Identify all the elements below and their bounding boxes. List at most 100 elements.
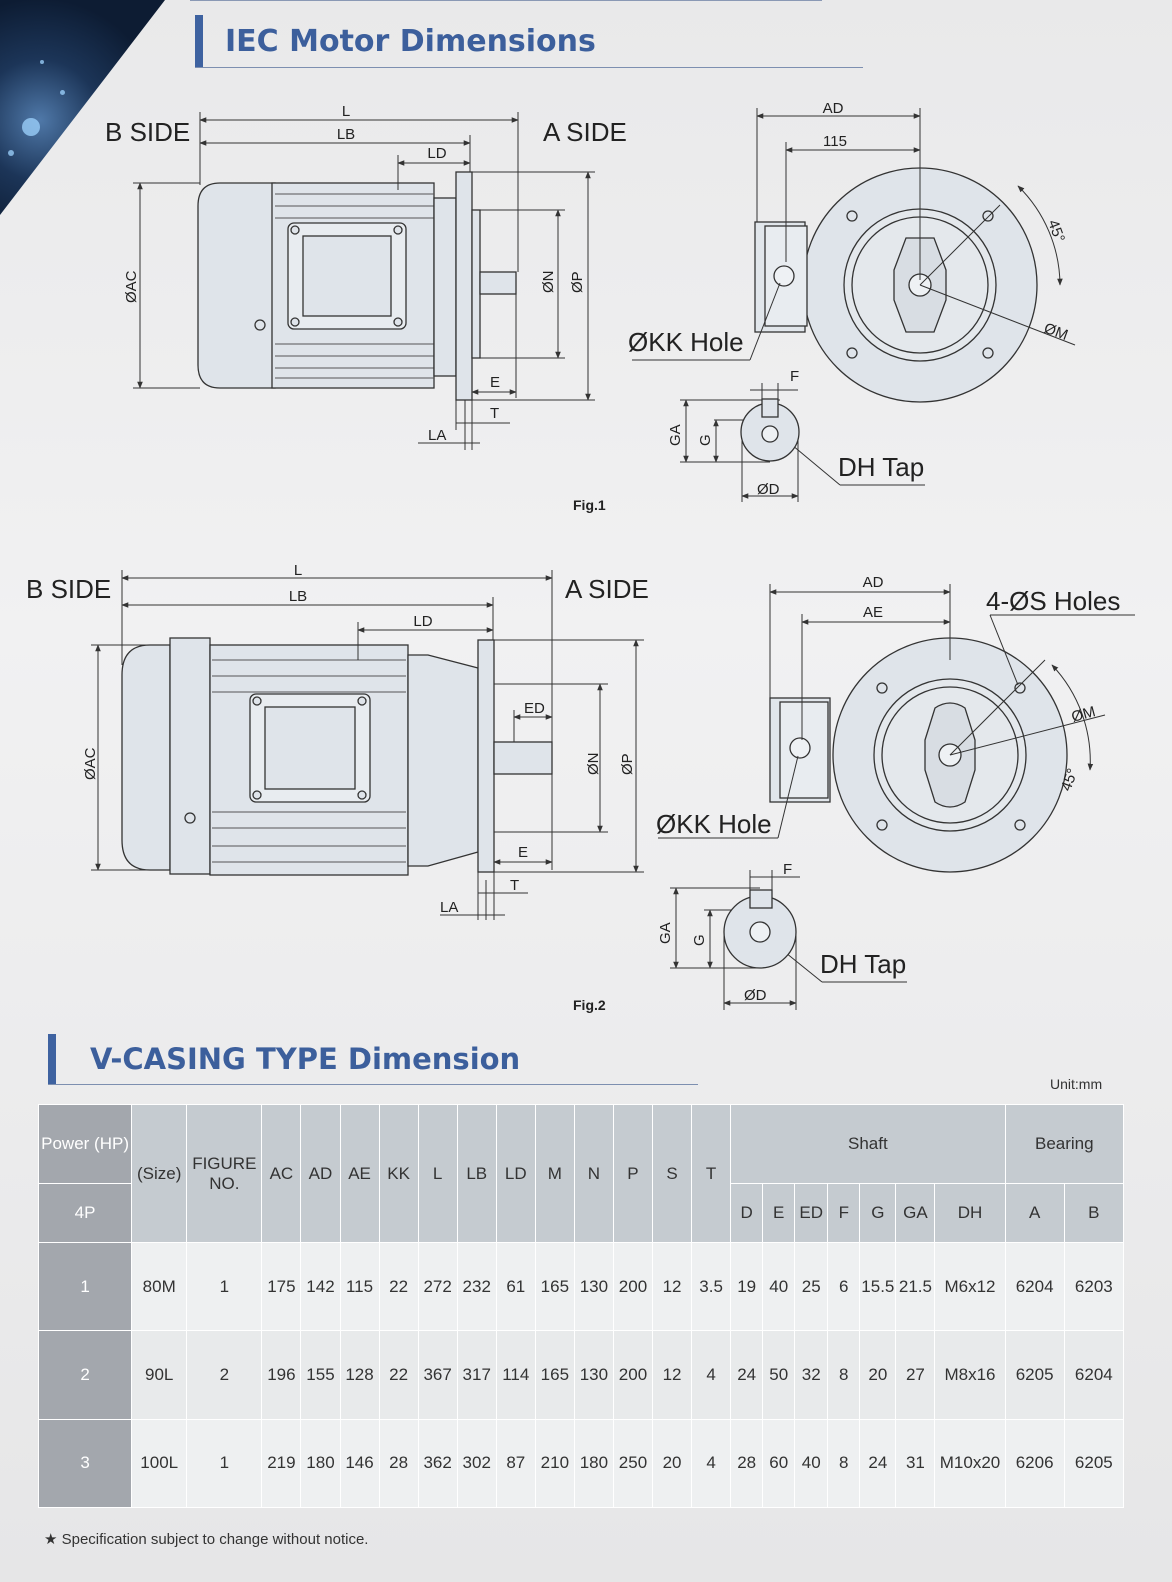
table-cell: 90L	[131, 1330, 188, 1420]
header-shaft-E: E	[762, 1183, 796, 1243]
table-cell: 20	[859, 1330, 897, 1420]
table-cell: 180	[573, 1418, 614, 1509]
table-cell: 28	[730, 1418, 764, 1509]
dim-AC-2: ØAC	[82, 747, 99, 780]
header-bearing-A: A	[1004, 1183, 1065, 1243]
dim-115: 115	[823, 133, 847, 150]
header-shaft-G: G	[859, 1183, 897, 1243]
table-cell: 114	[495, 1330, 536, 1420]
header-shaft-ED: ED	[794, 1183, 829, 1243]
table-cell: 6204	[1063, 1330, 1125, 1420]
dim-L-2: L	[294, 562, 302, 579]
header-T: T	[691, 1104, 732, 1243]
title-bar	[195, 15, 203, 67]
table-cell: 40	[794, 1418, 829, 1509]
dim-GA-2: GA	[657, 922, 674, 944]
header-power: Power (HP)	[37, 1104, 133, 1184]
header-AC: AC	[261, 1104, 302, 1243]
table-cell: 196	[261, 1330, 302, 1420]
table-cell: 1	[186, 1241, 263, 1332]
title-underline-2	[48, 1084, 698, 1085]
dim-E-2: E	[518, 844, 528, 861]
dim-AE-2: AE	[863, 604, 883, 621]
table-cell: 6	[827, 1241, 861, 1332]
table-cell: 6205	[1004, 1330, 1065, 1420]
figure-1-drawing: L LB LD B SIDE A SIDE ØAC ØN ØP E T LA	[105, 100, 1076, 513]
table-header-row-1: Power (HP) (Size) FIGURE NO. AC AD AE KK…	[37, 1104, 1125, 1243]
dim-T: T	[490, 405, 499, 422]
table-cell: 175	[261, 1241, 302, 1332]
table-cell: 40	[762, 1241, 796, 1332]
table-cell: 4	[691, 1418, 732, 1509]
table-cell: 367	[417, 1330, 458, 1420]
table-cell: 146	[339, 1418, 380, 1509]
header-N: N	[573, 1104, 614, 1243]
dim-D: ØD	[757, 481, 780, 498]
dim-ED-2: ED	[524, 700, 545, 717]
shaft-section-1	[740, 398, 800, 462]
table-cell: 155	[300, 1330, 341, 1420]
table-cell: 20	[651, 1418, 693, 1509]
dim-G: G	[697, 434, 714, 446]
dim-P: ØP	[569, 271, 586, 293]
table-cell: 130	[573, 1330, 614, 1420]
table-cell: 1	[186, 1418, 263, 1509]
header-S: S	[651, 1104, 693, 1243]
table-cell: 3.5	[691, 1241, 732, 1332]
top-rule	[190, 0, 822, 1]
dim-AD-2: AD	[863, 574, 884, 591]
header-M: M	[534, 1104, 575, 1243]
table-cell: 210	[534, 1418, 575, 1509]
table-cell: 32	[794, 1330, 829, 1420]
dimension-table: Power (HP) (Size) FIGURE NO. AC AD AE KK…	[37, 1104, 1125, 1509]
dim-M-2: ØM	[1070, 703, 1098, 726]
table-cell: 142	[300, 1241, 341, 1332]
table-cell: 50	[762, 1330, 796, 1420]
table-cell: 4	[691, 1330, 732, 1420]
dim-G-2: G	[691, 934, 708, 946]
dim-LD-2: LD	[413, 613, 432, 630]
dim-LB-2: LB	[289, 588, 307, 605]
table-cell: 6203	[1063, 1241, 1125, 1332]
header-AD: AD	[300, 1104, 341, 1243]
dim-N: ØN	[540, 271, 557, 294]
header-shaft-F: F	[827, 1183, 861, 1243]
dim-N-2: ØN	[585, 753, 602, 776]
table-cell: 100L	[131, 1418, 188, 1509]
dim-AD: AD	[823, 100, 844, 117]
table-cell: 317	[456, 1330, 497, 1420]
a-side-label: A SIDE	[543, 117, 627, 147]
angle-45-2: 45°	[1058, 766, 1082, 793]
footnote: ★ Specification subject to change withou…	[44, 1531, 369, 1548]
section-title-1: IEC Motor Dimensions	[195, 15, 596, 67]
table-cell: 219	[261, 1418, 302, 1509]
header-bearing-B: B	[1063, 1183, 1125, 1243]
header-shaft-DH: DH	[934, 1183, 1006, 1243]
header-shaft-GA: GA	[895, 1183, 936, 1243]
s-holes-label: 4-ØS Holes	[986, 586, 1120, 616]
table-cell: 302	[456, 1418, 497, 1509]
section-title-text: IEC Motor Dimensions	[225, 23, 596, 59]
dim-M: ØM	[1042, 320, 1071, 344]
table-cell: 2	[186, 1330, 263, 1420]
dim-LA-2: LA	[440, 899, 458, 916]
table-cell: 8	[827, 1330, 861, 1420]
table-header-row-2: 4P D E ED F G GA DH A B	[37, 1183, 1125, 1243]
table-cell: M6x12	[934, 1241, 1006, 1332]
title-underline	[195, 67, 863, 68]
motor-side-view-1	[197, 171, 517, 401]
b-side-label-2: B SIDE	[26, 574, 111, 604]
table-cell: 6206	[1004, 1418, 1065, 1509]
table-cell: 165	[534, 1330, 575, 1420]
table-cell: 200	[612, 1330, 654, 1420]
table-cell: 12	[651, 1241, 693, 1332]
motor-front-view-2	[769, 637, 1068, 873]
table-cell: 115	[339, 1241, 380, 1332]
table-cell: 272	[417, 1241, 458, 1332]
table-cell: 25	[794, 1241, 829, 1332]
table-cell: 250	[612, 1418, 654, 1509]
kk-hole-label-2: ØKK Hole	[656, 809, 772, 839]
b-side-label: B SIDE	[105, 117, 190, 147]
